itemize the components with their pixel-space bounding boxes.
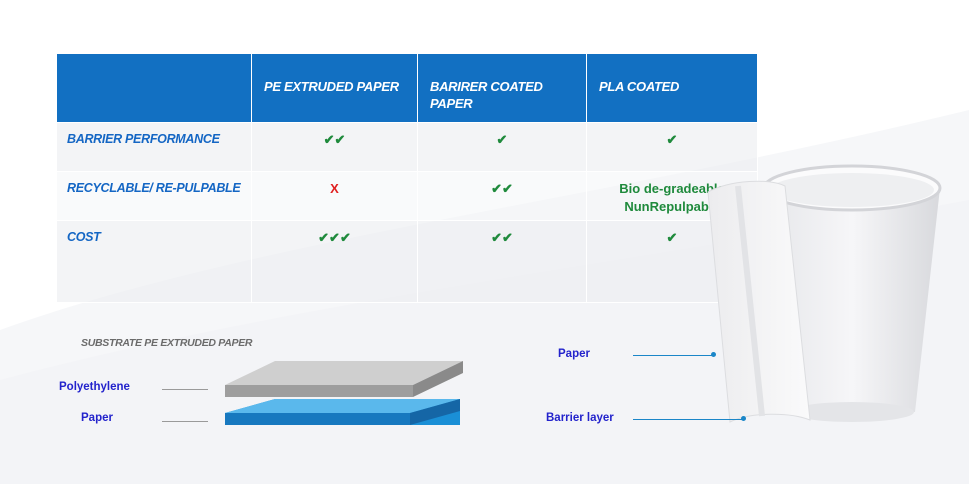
paper-sheet [707,180,811,423]
cup-paper-label: Paper [558,348,590,360]
paper-layer-label: Paper [81,412,113,424]
substrate-layers-diagram [225,361,463,425]
cell-value: ✔✔ [251,122,418,172]
paper-leader-line [162,421,208,422]
cell-value: X [251,171,418,221]
table-row: COST ✔✔✔ ✔✔ ✔ [56,220,758,303]
table-header-row: PE EXTRUDED PAPER BARIRER COATED PAPER P… [56,53,758,123]
table-row: RECYCLABLE/ RE-PULPABLE X ✔✔ Bio de-grad… [56,171,758,221]
cup-base [790,402,914,422]
barrier-layer-marker [741,416,746,421]
pe-layer-top [225,361,463,385]
paper-layer-right [410,399,460,425]
cell-value: ✔ [417,122,587,172]
table-row: BARRIER PERFORMANCE ✔✔ ✔ ✔ [56,122,758,172]
barrier-layer-leader-line [633,419,743,420]
polyethylene-label: Polyethylene [59,381,130,393]
cup-paper-marker [711,352,716,357]
pe-layer-right [413,361,463,397]
header-empty [56,53,252,123]
header-pe-extruded: PE EXTRUDED PAPER [251,53,418,123]
row-label-barrier: BARRIER PERFORMANCE [56,122,252,172]
cup-body [765,188,940,412]
cell-value: ✔ [586,122,758,172]
paper-layer-top [225,399,460,413]
pe-layer-front [225,385,413,397]
cup-paper-leader-line [633,355,713,356]
header-pla-coated: PLA COATED [586,53,758,123]
cell-value: ✔✔ [417,220,587,303]
cell-value: ✔✔ [417,171,587,221]
comparison-table: PE EXTRUDED PAPER BARIRER COATED PAPER P… [56,53,758,303]
barrier-layer-label: Barrier layer [546,412,614,424]
cup-opening [770,173,934,207]
polyethylene-leader-line [162,389,208,390]
cell-value: ✔✔✔ [251,220,418,303]
row-label-cost: COST [56,220,252,303]
substrate-title: SUBSTRATE PE EXTRUDED PAPER [81,337,253,349]
header-barrier-coated: BARIRER COATED PAPER [417,53,587,123]
paper-cup-illustration [707,164,942,423]
barrier-sheet-edge [735,185,765,417]
row-label-recyclable: RECYCLABLE/ RE-PULPABLE [56,171,252,221]
paper-layer-front [225,413,410,425]
